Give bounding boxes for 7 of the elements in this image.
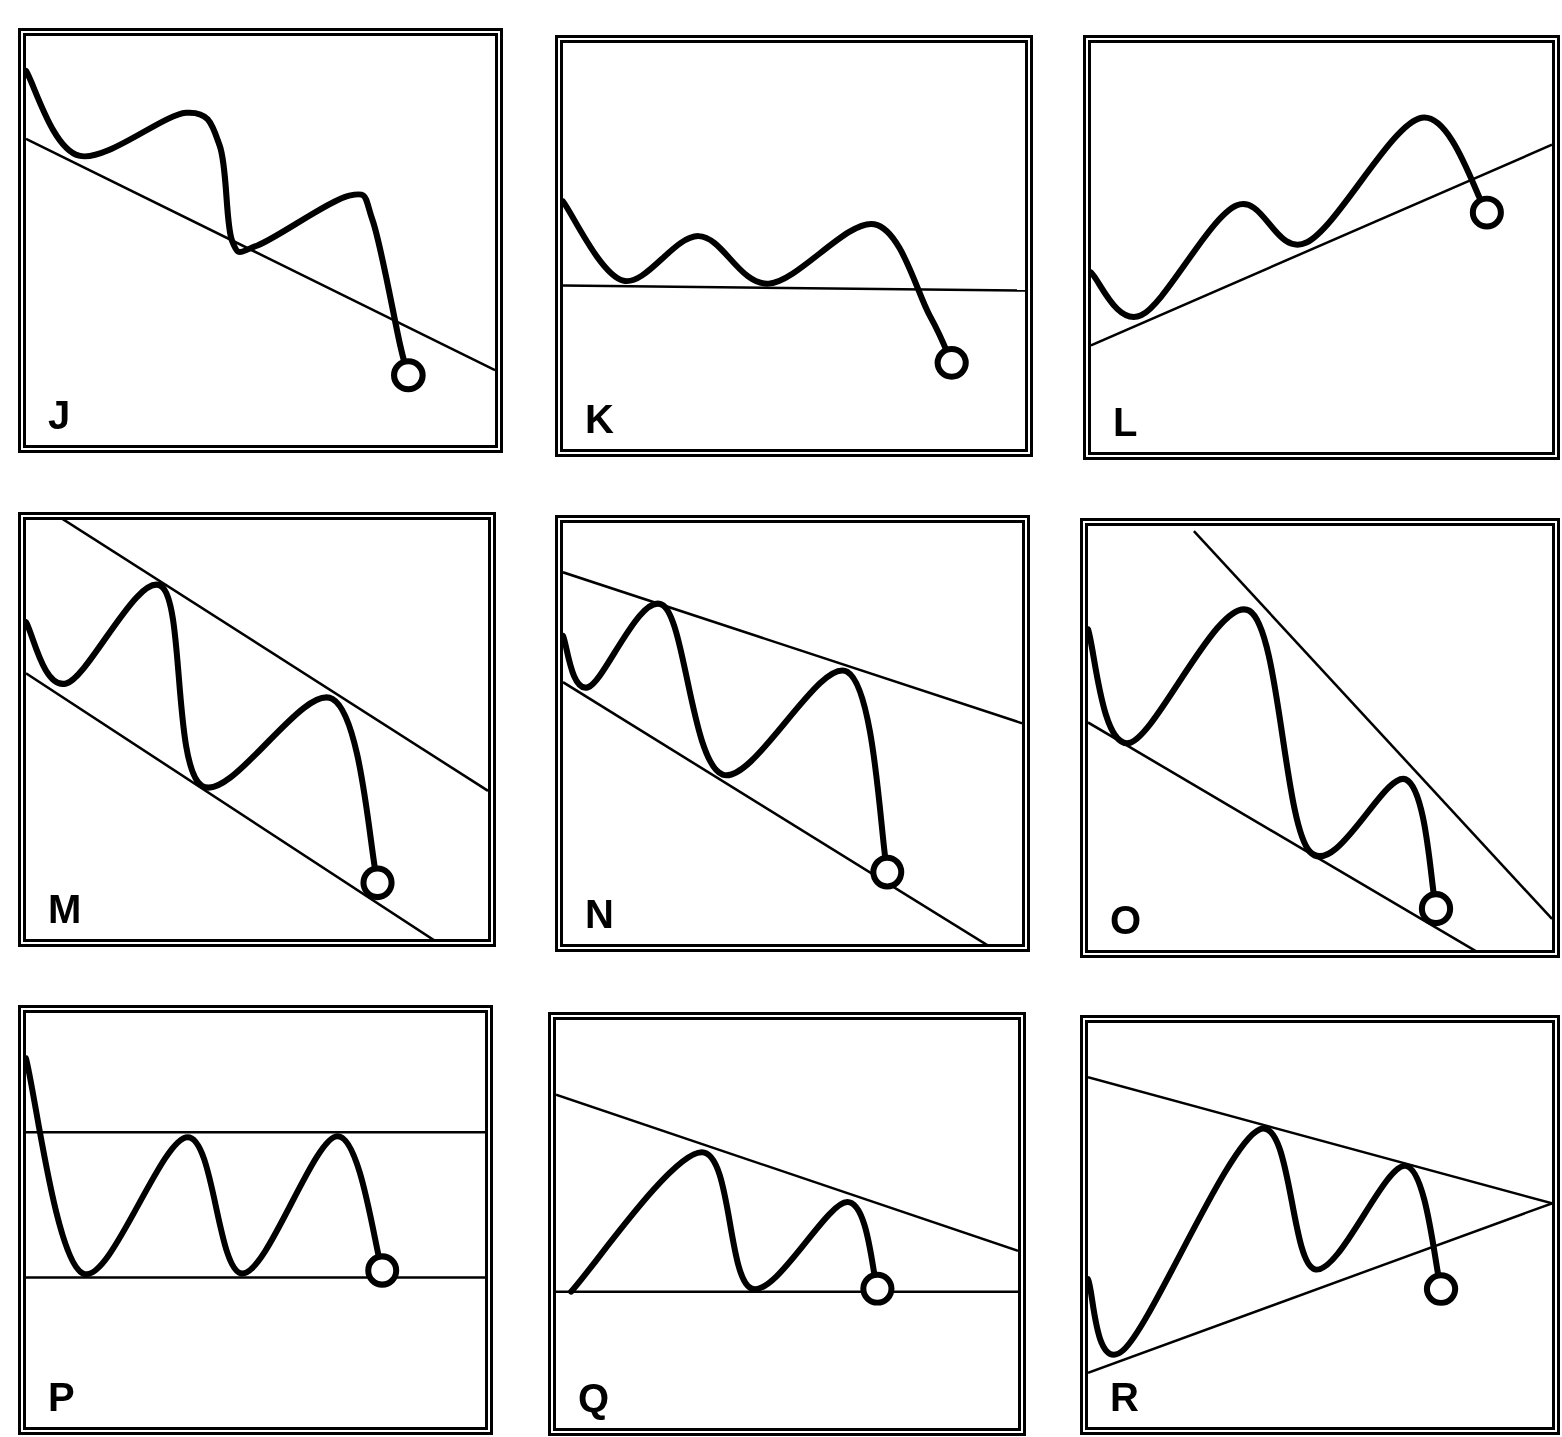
pattern-panel — [18, 1005, 493, 1435]
pattern-panel — [1083, 35, 1560, 460]
pattern-panel — [555, 515, 1030, 952]
pattern-panel — [1080, 1015, 1560, 1435]
pattern-panel — [548, 1012, 1026, 1436]
pattern-panel — [18, 28, 503, 453]
pattern-panel — [555, 35, 1033, 457]
